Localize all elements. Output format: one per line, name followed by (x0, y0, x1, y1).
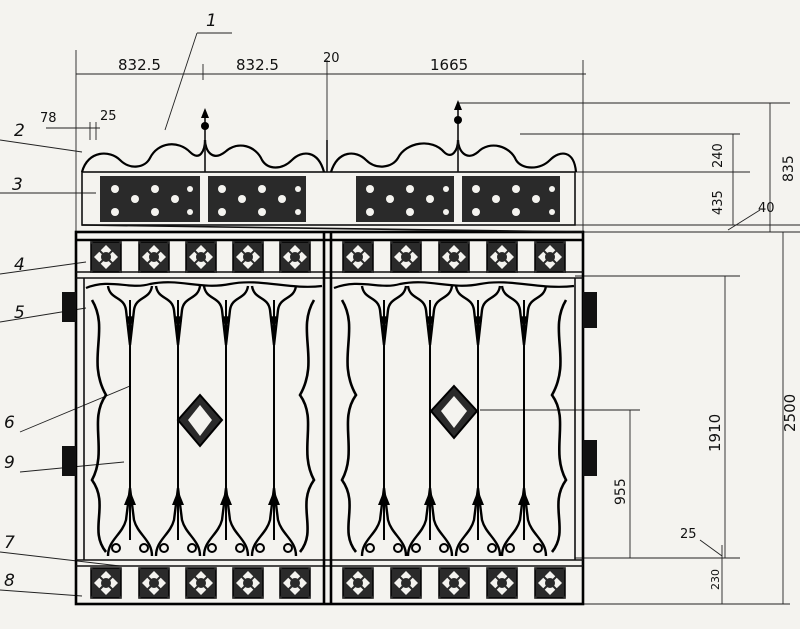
callout-8: 8 (4, 571, 15, 591)
center-diamonds (176, 384, 479, 448)
hinge-lower-right (583, 440, 597, 476)
callout-9: 9 (4, 453, 15, 473)
dim-gap: 20 (323, 51, 340, 66)
callout-6: 6 (4, 413, 15, 433)
rosette-rows (90, 241, 566, 599)
dim-left-small-a: 78 (40, 111, 57, 126)
hinge-upper-right (583, 292, 597, 328)
dim-upper-band: 435 (711, 190, 726, 215)
dimension-labels: 832.5 832.5 20 1665 78 25 240 435 835 40… (40, 51, 799, 590)
dim-bottom-band: 230 (709, 569, 722, 590)
dim-top-band: 240 (711, 143, 726, 168)
dim-top-left-span: 832.5 (118, 56, 161, 74)
dim-panel-height: 1910 (706, 414, 724, 452)
dim-mid-height: 955 (613, 478, 629, 505)
main-grille (85, 281, 575, 557)
dim-rail: 40 (758, 201, 775, 216)
callout-2: 2 (14, 121, 25, 141)
gate-frame (62, 171, 597, 606)
top-crest (80, 100, 578, 173)
dim-full-height: 2500 (781, 394, 799, 432)
upper-lattice (100, 176, 560, 222)
dim-right-total-upper: 835 (781, 155, 797, 182)
callout-5: 5 (14, 303, 25, 323)
dim-top-mid-span: 832.5 (236, 56, 279, 74)
callout-3: 3 (12, 175, 23, 195)
callouts: 1 2 3 4 5 6 9 7 8 (0, 11, 232, 597)
dim-top-right-span: 1665 (430, 56, 468, 74)
callout-1: 1 (206, 11, 217, 31)
hinge-upper-left (62, 292, 76, 322)
hinge-lower-left (62, 446, 76, 476)
callout-4: 4 (14, 255, 25, 275)
callout-7: 7 (4, 533, 15, 553)
dim-left-small-b: 25 (100, 109, 117, 124)
dim-bottom-gap: 25 (680, 527, 697, 542)
